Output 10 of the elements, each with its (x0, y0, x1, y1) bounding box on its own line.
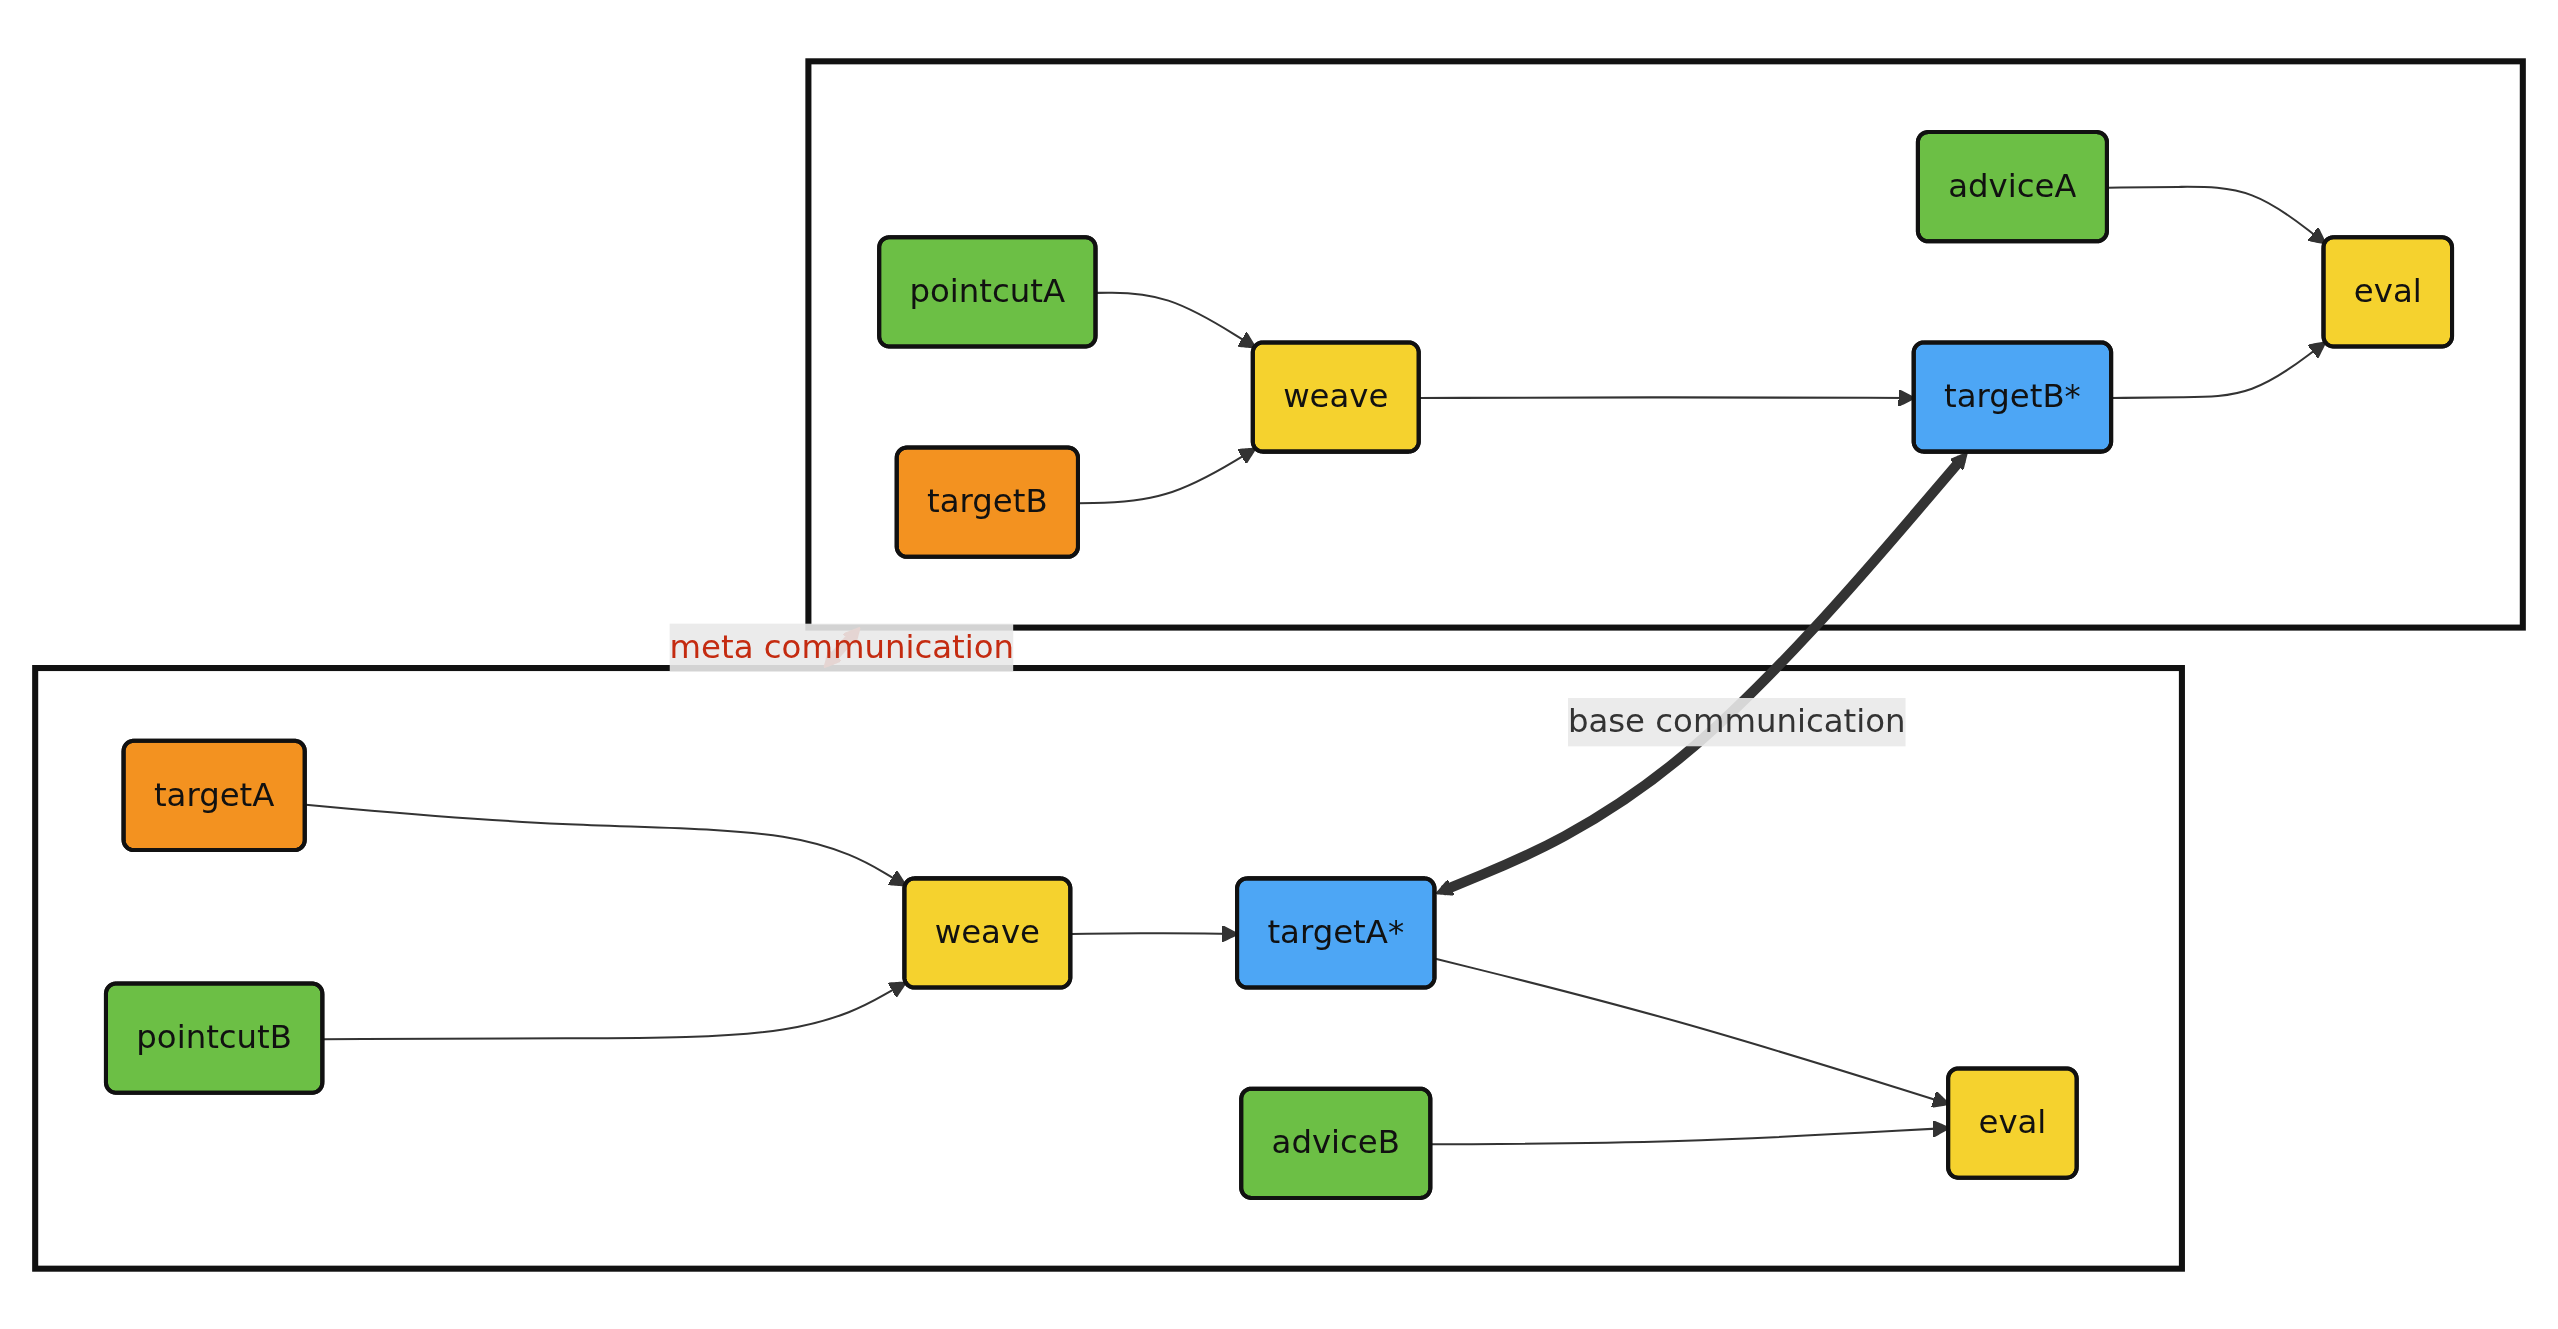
arrow (1096, 291, 1257, 348)
arrow (305, 803, 907, 886)
edge-label: base communication (1567, 701, 1906, 740)
cluster (805, 57, 2526, 631)
arrow (1078, 447, 1257, 504)
arrow (2107, 185, 2327, 245)
arrow (2112, 340, 2327, 399)
arrow (323, 981, 907, 1040)
cluster (32, 664, 2185, 1272)
edge-label: meta communication (669, 627, 1015, 666)
